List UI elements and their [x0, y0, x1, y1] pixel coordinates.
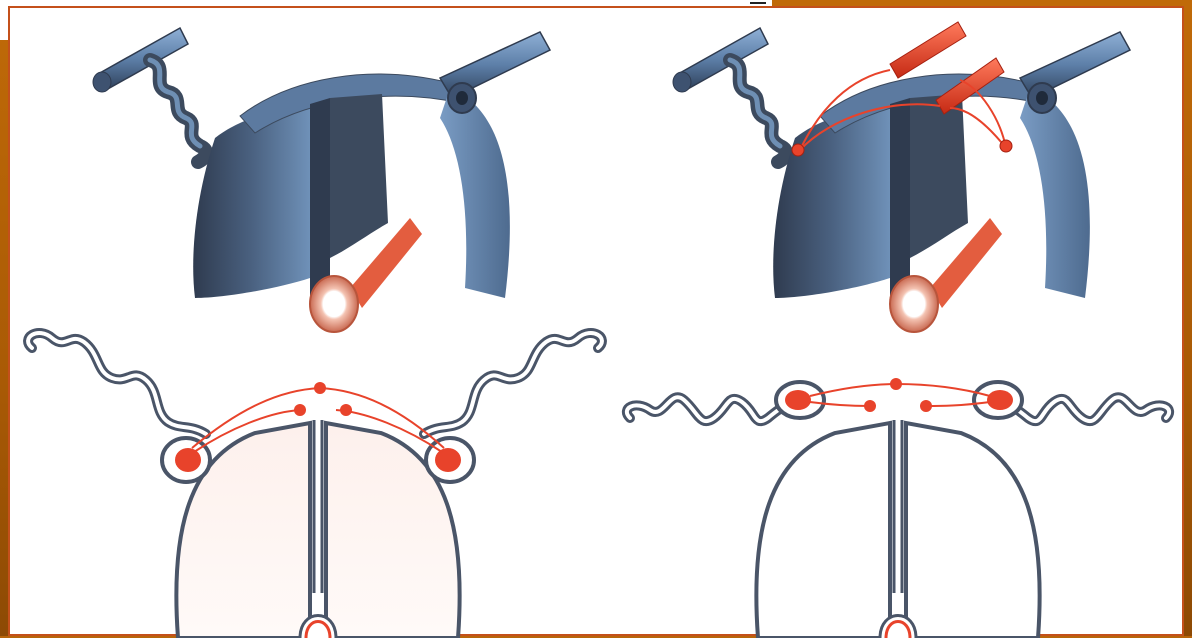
left-embryo-3d: [93, 28, 550, 332]
top-dash: [750, 2, 766, 4]
right-section: [627, 378, 1169, 638]
right-embryo-3d: [673, 22, 1130, 332]
figure-panel: [8, 6, 1184, 636]
left-section: [28, 333, 602, 638]
diagram-svg: [10, 8, 1186, 638]
